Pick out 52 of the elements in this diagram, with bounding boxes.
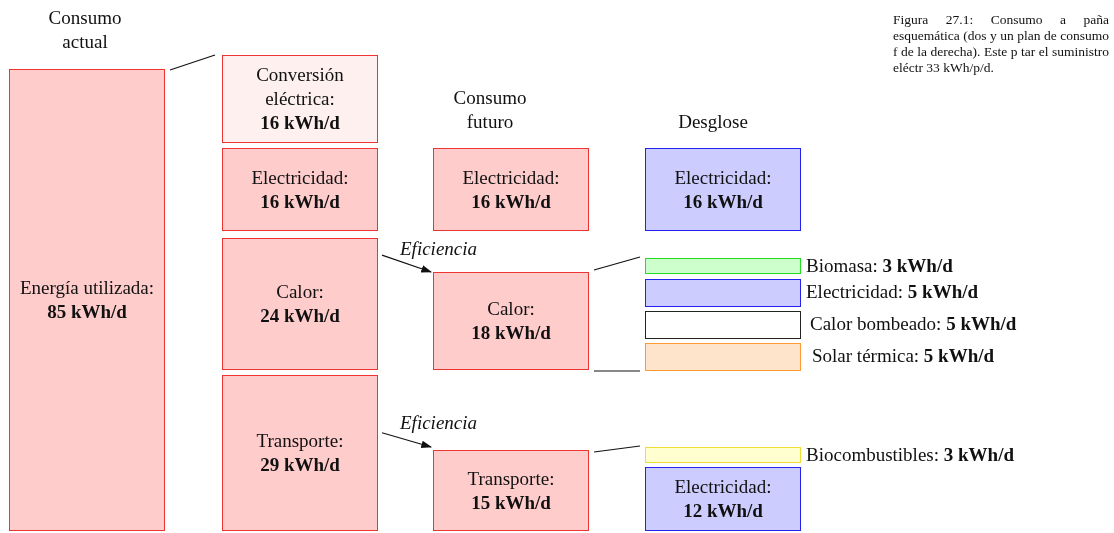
energy-block [645,148,801,231]
node-title: Transporte: [467,466,555,491]
node-title: Energía utilizada: [19,276,155,300]
edge-label: Eficiencia [400,238,478,260]
energy-block [433,148,589,231]
node-title: Calor: [276,280,324,304]
node-title: Electricidad: [674,475,772,499]
column-heading: Consumo actual [47,6,123,54]
breakdown-bar [645,279,801,307]
node-title: Transporte: [256,429,344,453]
value-text: 85 kWh/d [47,300,127,324]
value-text: 24 kWh/d [260,304,340,328]
energy-block [645,467,801,531]
energy-block [222,238,378,370]
bar-label: Electricidad: 5 kWh/d [806,281,979,303]
value-text: 15 kWh/d [471,490,551,515]
column-heading: Consumo futuro [452,86,528,134]
connector-line [169,54,216,71]
energy-block [433,450,589,531]
node-title: Calor: [487,297,535,321]
arrow [381,432,433,448]
value-text: 16 kWh/d [471,189,551,214]
breakdown-bar [645,258,801,274]
energy-block [222,148,378,231]
connector-line [593,370,641,372]
bar-label: Biocombustibles: 3 kWh/d [806,444,1014,466]
node-title: Conversión eléctrica: [255,63,345,111]
connector-line [593,256,641,271]
bar-label: Biomasa: 3 kWh/d [806,255,953,277]
value-text: 16 kWh/d [260,111,340,135]
arrow [381,254,432,273]
energy-block [222,375,378,531]
node-title: Electricidad: [674,165,772,190]
figure-caption: Figura 27.1: Consumo a paña esquemática (dos y un plan de consumo f de la derecha). Este p tar el suministro eléctr 33 kWh/p/d. [893,12,1109,76]
column-heading: Desglose [677,110,749,134]
energy-block [433,272,589,370]
breakdown-bar [645,311,801,339]
node-title: Electricidad: [251,165,349,190]
value-text: 12 kWh/d [683,499,763,523]
value-text: 18 kWh/d [471,321,551,345]
value-text: 29 kWh/d [260,453,340,477]
energy-block [9,69,165,531]
value-text: 16 kWh/d [683,189,763,214]
bar-label: Solar térmica: 5 kWh/d [812,345,995,367]
bar-label: Calor bombeado: 5 kWh/d [810,313,1017,335]
connector-line [593,445,641,453]
energy-block [222,55,378,143]
node-title: Electricidad: [462,165,560,190]
value-text: 16 kWh/d [260,189,340,214]
edge-label: Eficiencia [400,412,478,434]
breakdown-bar [645,343,801,371]
breakdown-bar [645,447,801,463]
